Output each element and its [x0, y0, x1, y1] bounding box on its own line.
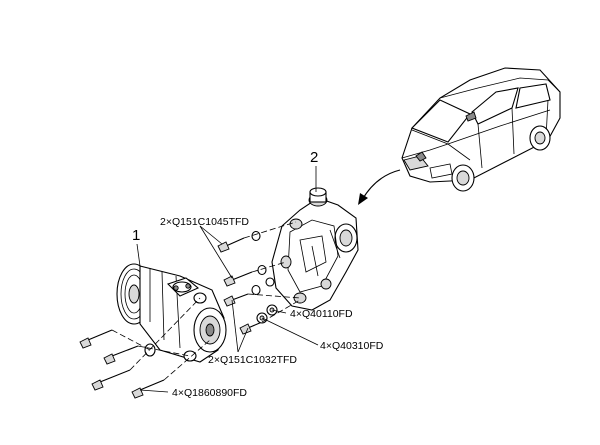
label-nut: 4×Q40110FD: [290, 308, 353, 320]
label-bolt-lower: 2×Q151C1032TFD: [208, 354, 297, 366]
long-bolts: [79, 329, 165, 399]
callout-item-1: 1: [132, 227, 140, 244]
callout-item-2: 2: [310, 149, 318, 166]
vehicle-illustration: [401, 67, 561, 192]
bolt-lower-pair: [223, 293, 263, 335]
ac-compressor: [116, 263, 227, 363]
bolt-upper-pair: [217, 237, 253, 287]
leader-lines: [136, 166, 319, 393]
label-long-bolt: 4×Q1860890FD: [172, 387, 247, 399]
nuts-and-washers: [251, 230, 278, 324]
label-washer: 4×Q40310FD: [320, 340, 384, 352]
label-bolt-upper: 2×Q151C1045TFD: [160, 216, 249, 228]
compressor-bracket: [271, 187, 359, 311]
location-arrow: [358, 169, 401, 205]
alignment-lines: [111, 221, 301, 381]
